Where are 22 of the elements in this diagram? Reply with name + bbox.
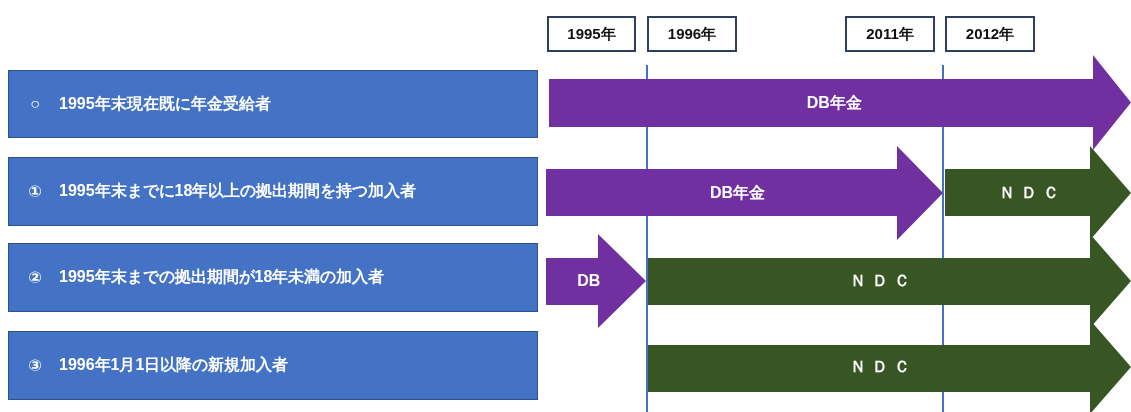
period-label: DB [576, 272, 602, 290]
category-bar [8, 70, 538, 138]
category-label: 1995年末までに18年以上の拠出期間を持つ加入者 [59, 181, 417, 201]
category-bar [8, 157, 538, 226]
list-marker: ② [27, 268, 43, 287]
year-label: 2012年 [945, 16, 1035, 52]
period-label: ＮＤＣ [849, 270, 918, 291]
period-label: ＮＤＣ [849, 356, 918, 377]
period-label: ＮＤＣ [997, 182, 1066, 203]
period-label: DB年金 [709, 182, 767, 203]
list-marker: ① [27, 182, 43, 201]
list-marker: ○ [29, 95, 41, 113]
category-label: 1995年末現在既に年金受給者 [59, 93, 271, 114]
list-marker: ③ [27, 356, 43, 375]
year-label: 1995年 [547, 16, 636, 52]
category-bar [8, 331, 538, 400]
category-label: 1995年末までの拠出期間が18年未満の加入者 [59, 267, 385, 287]
period-label: DB年金 [805, 92, 863, 113]
category-bar [8, 243, 538, 312]
category-label: 1996年1月1日以降の新規加入者 [59, 355, 289, 375]
year-label: 2011年 [845, 16, 935, 52]
year-label: 1996年 [647, 16, 737, 52]
